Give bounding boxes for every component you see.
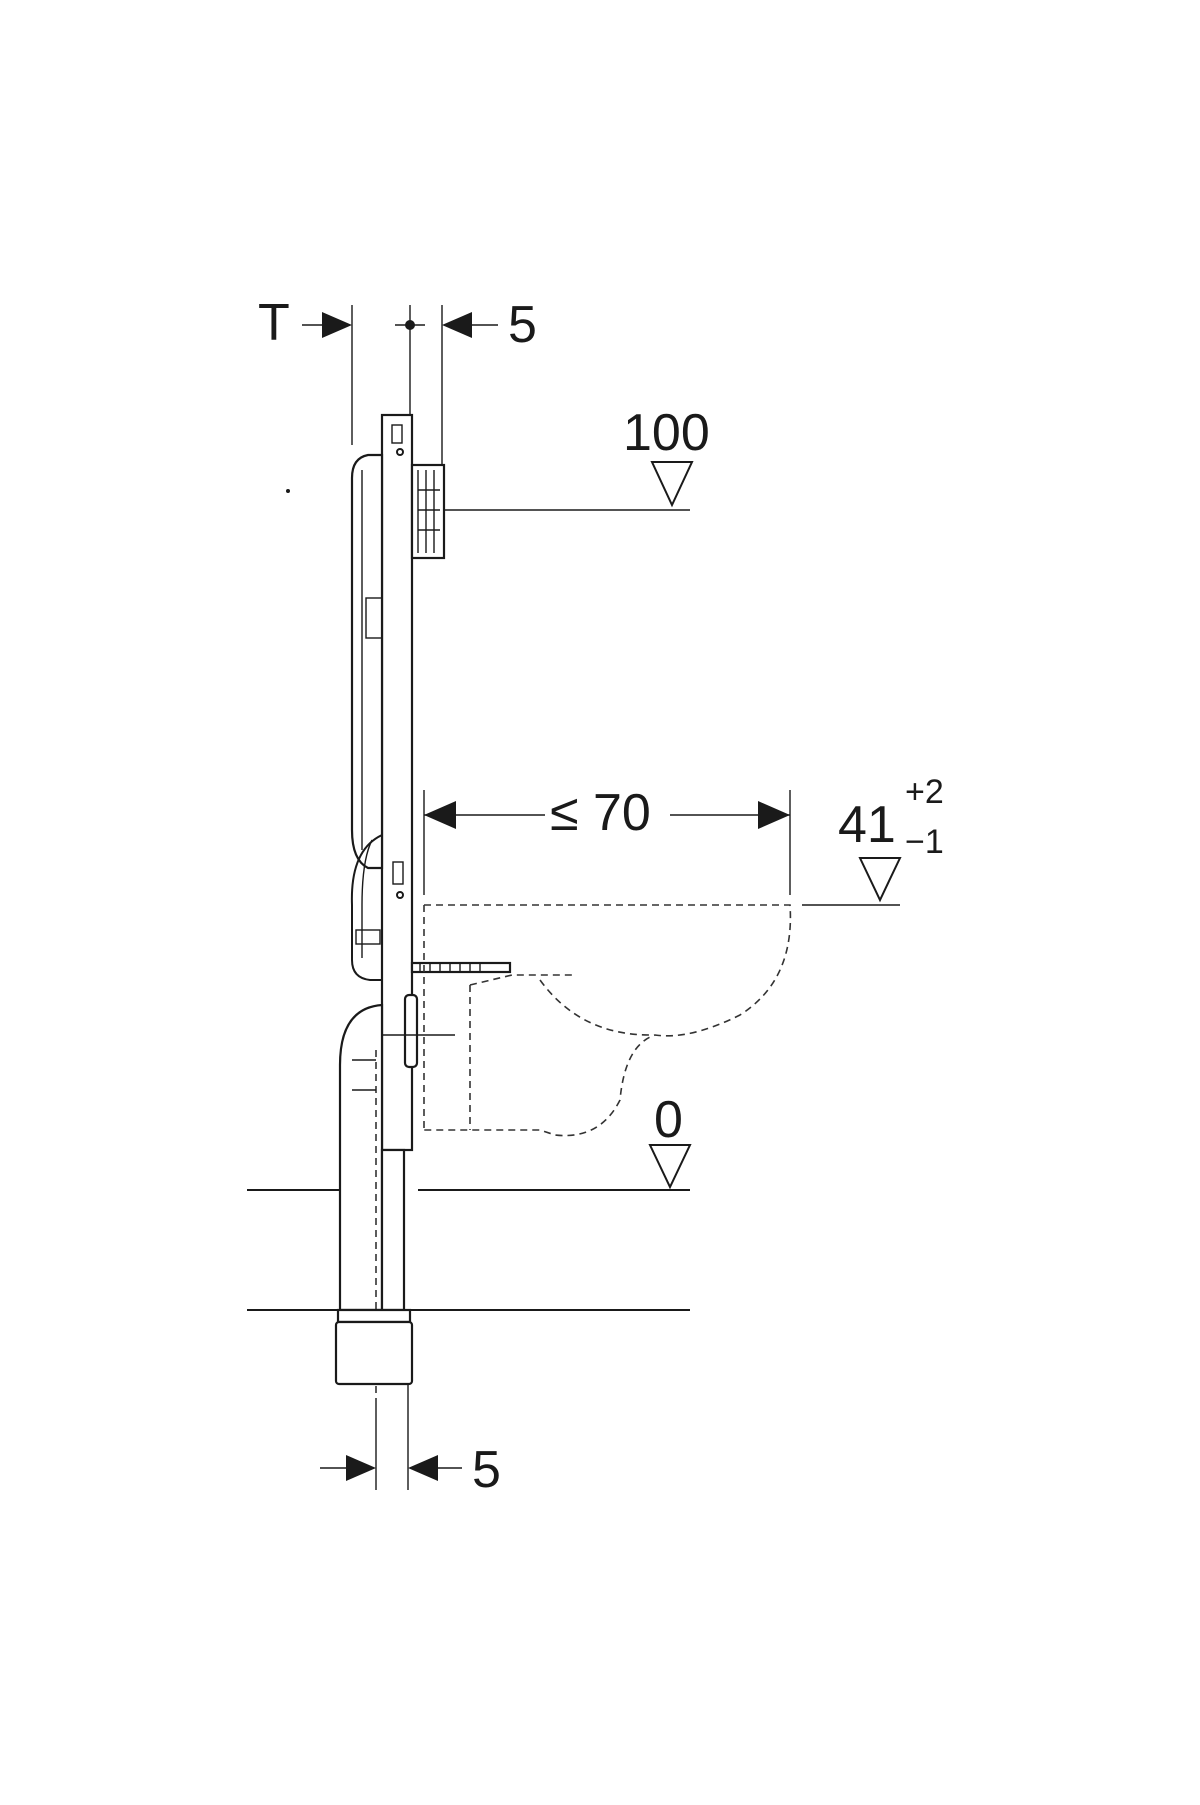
mounting-bolt: [410, 961, 512, 974]
depth-label: T: [258, 294, 290, 352]
flush-height-marker: 100: [444, 404, 710, 511]
drain-socket: [334, 1320, 414, 1386]
projection-dimension: ≤ 70: [423, 784, 791, 895]
top-offset-label: 5: [508, 296, 537, 354]
bottom-offset-dimension: 5: [320, 1384, 501, 1499]
level-marker-icon: [650, 461, 694, 508]
bowl-tol-minus: −1: [905, 823, 944, 861]
floor-level-label: 0: [654, 1091, 683, 1149]
arrow-right-icon: [346, 1455, 376, 1481]
toilet-bowl-outline: [423, 904, 792, 1137]
flush-plate-box: [410, 463, 446, 560]
top-depth-dimension: T 5: [258, 294, 537, 520]
flush-pipe: [350, 834, 383, 981]
arrow-left-icon: [408, 1455, 438, 1481]
floor-level-marker: 0: [247, 1091, 692, 1311]
level-marker-icon: [648, 1144, 692, 1190]
cistern-valve: [365, 597, 383, 639]
level-marker-icon: [858, 857, 902, 903]
arrow-left-icon: [442, 312, 472, 338]
arrow-right-icon: [758, 801, 790, 829]
drain-socket-ring: [336, 1308, 412, 1324]
projection-label: ≤ 70: [550, 784, 651, 842]
cistern-body: [350, 453, 384, 870]
installation-frame: [334, 413, 512, 1400]
arrow-right-icon: [322, 312, 352, 338]
bowl-height-marker: 41 +2 −1: [802, 773, 944, 906]
bowl-tol-plus: +2: [905, 773, 944, 811]
arrow-left-icon: [424, 801, 456, 829]
flush-height-label: 100: [623, 404, 710, 462]
speck: [286, 489, 290, 493]
frame-leg: [380, 1148, 406, 1312]
bottom-offset-label: 5: [472, 1441, 501, 1499]
drain-connector: [403, 993, 419, 1069]
bowl-height-label: 41: [838, 796, 896, 854]
